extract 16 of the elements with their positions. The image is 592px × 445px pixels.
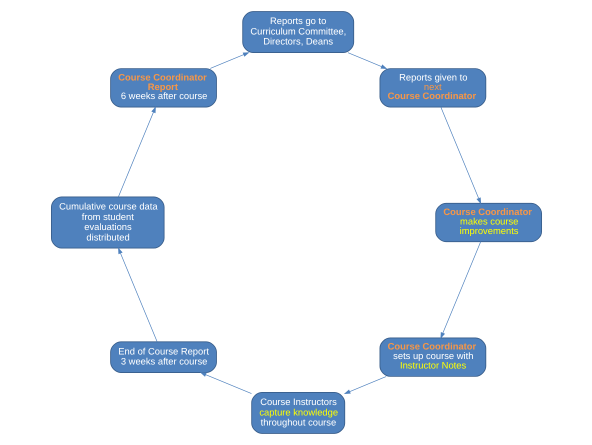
arrow	[440, 241, 480, 339]
arrow	[209, 52, 250, 69]
arrow	[118, 106, 156, 198]
node-box: Cumulative course data from student evaluations distributed	[50, 196, 164, 249]
arrow	[118, 247, 157, 342]
arrow	[199, 372, 252, 394]
node-box: Course Coordinator Report 6 weeks after course	[110, 68, 216, 108]
node-box: Course Instructors capture knowledge throughout course	[250, 392, 345, 434]
arrow	[347, 52, 387, 69]
node-box: Reports given to next Course Coordinator	[379, 68, 486, 108]
arrow	[440, 106, 481, 204]
node-box: Course Coordinator sets up course with Instructor Notes	[379, 338, 486, 377]
node-box: End of Course Report 3 weeks after course	[110, 341, 216, 373]
arrow	[343, 376, 386, 394]
node-box: Course Coordinator makes course improvements	[434, 202, 542, 242]
node-box: Reports go to Curriculum Committee, Directors, Deans	[242, 11, 354, 53]
